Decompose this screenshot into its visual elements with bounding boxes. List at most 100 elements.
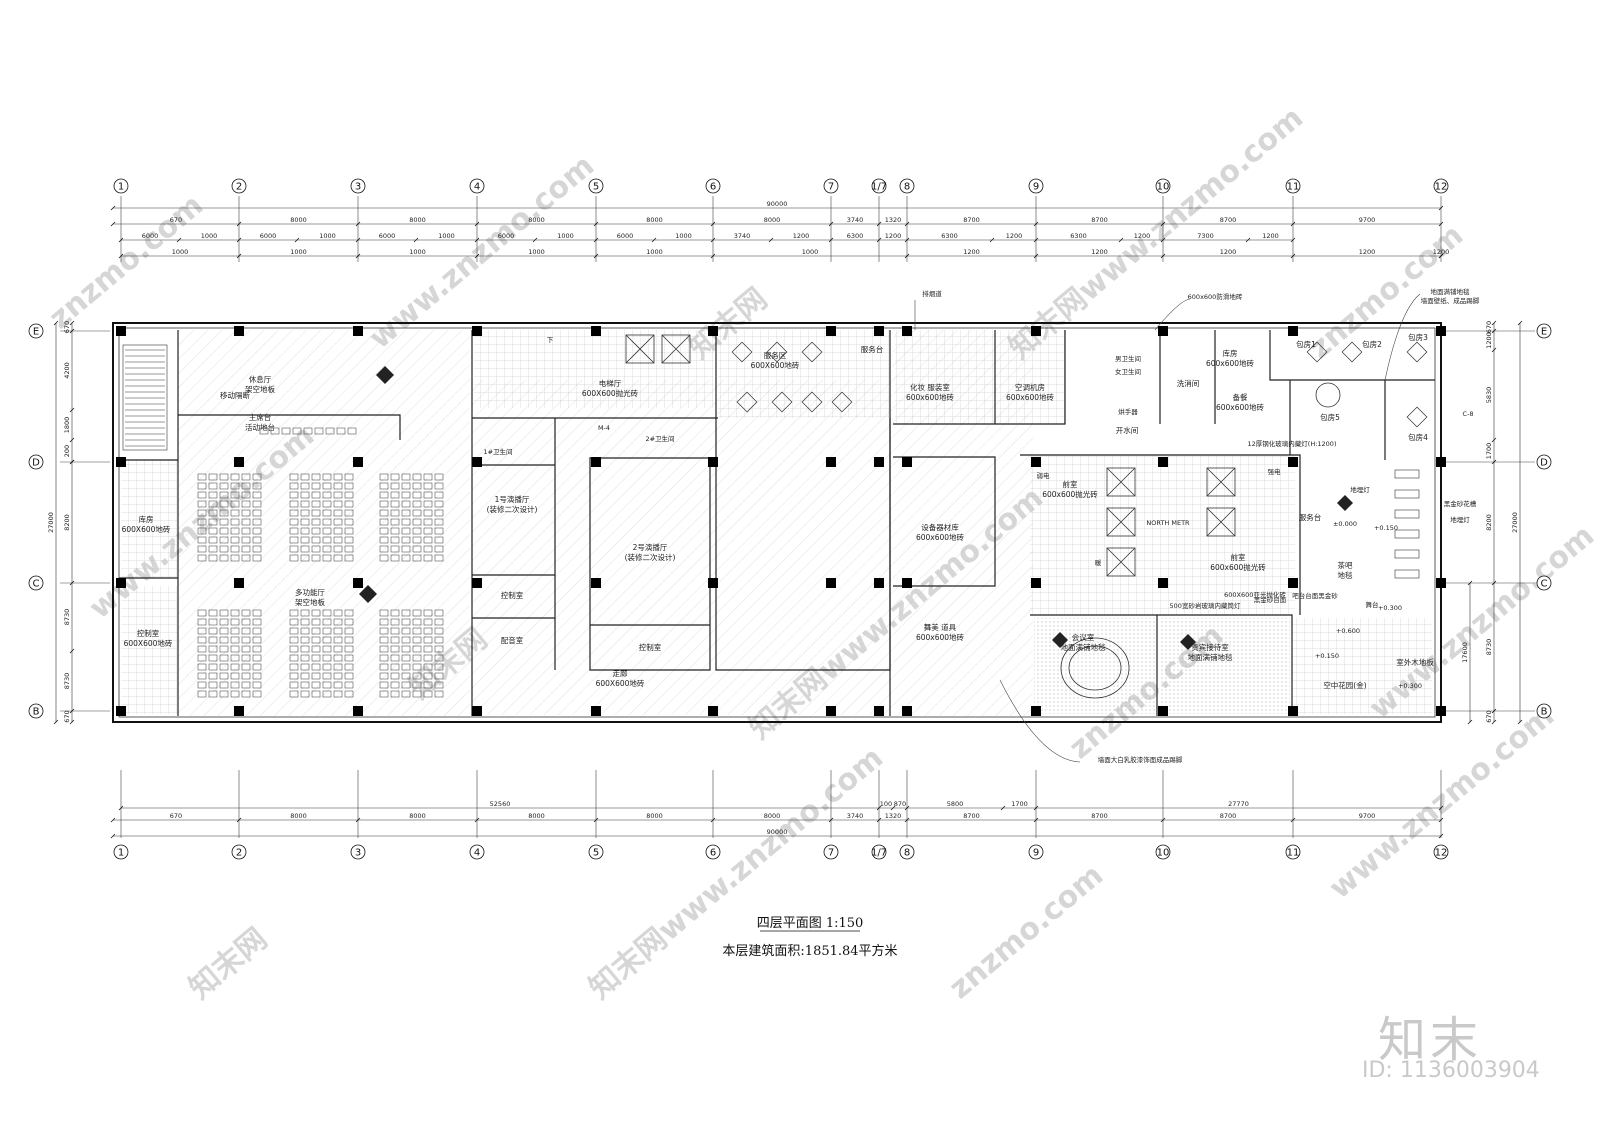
axis-bubble	[1285, 178, 1301, 194]
seat	[412, 536, 422, 544]
room-label: 电梯厅	[599, 378, 622, 388]
column	[591, 578, 601, 588]
dim-top-row2-tick	[176, 237, 182, 243]
room-label: 配音室	[501, 635, 524, 645]
seat	[311, 527, 321, 535]
seat	[423, 681, 433, 689]
dim-top-row2-tick	[904, 237, 910, 243]
plan-title: 四层平面图 1:150	[757, 916, 864, 931]
room-label: 控制室	[137, 628, 160, 638]
axis-label-y: C	[1541, 579, 1548, 590]
axis-label-x: 1/7	[871, 182, 887, 193]
dim-top-row2-tick	[651, 237, 657, 243]
room-floor-finish: 地面满铺地毯	[1061, 642, 1106, 652]
seat	[311, 627, 321, 635]
dim-left-lower-tick	[69, 648, 75, 654]
seat	[322, 536, 332, 544]
seat	[230, 500, 240, 508]
seat	[423, 545, 433, 553]
column	[826, 326, 836, 336]
dim-right-tick	[1491, 437, 1497, 443]
seat	[311, 645, 321, 653]
axis-label-x: 10	[1157, 182, 1170, 193]
dim-right-sub-tick	[1467, 719, 1473, 725]
column	[902, 457, 912, 467]
seat	[311, 663, 321, 671]
stage-seat	[314, 427, 324, 435]
column	[1436, 326, 1446, 336]
seat	[241, 663, 251, 671]
store-tile	[121, 460, 177, 578]
seat	[241, 645, 251, 653]
dim-top-row1-value: 8700	[1091, 216, 1108, 224]
dim-right-sub-tick	[1467, 580, 1473, 586]
dim-bottom-row2-value: 8700	[963, 812, 980, 820]
seat	[390, 672, 400, 680]
column	[708, 706, 718, 716]
seat	[412, 618, 422, 626]
seat	[219, 618, 229, 626]
room-label: 服务台	[1299, 512, 1322, 522]
axis-label-y: D	[1540, 458, 1548, 469]
seat	[311, 491, 321, 499]
seat	[434, 536, 444, 544]
seat	[412, 473, 422, 481]
seat	[401, 554, 411, 562]
column	[708, 326, 718, 336]
room-label: 包房1	[1296, 339, 1316, 349]
dim-left-lower-value: 8200	[63, 514, 71, 531]
seat	[322, 672, 332, 680]
seat	[252, 663, 262, 671]
dim-top-row3-tick	[118, 253, 124, 259]
dim-top-row2-tick	[294, 237, 300, 243]
seat	[434, 681, 444, 689]
dim-left-value: 1800	[63, 417, 71, 434]
room-label: 室外木地板	[1396, 657, 1434, 667]
seat	[423, 645, 433, 653]
dim-bottom-row1-value: 1700	[1011, 800, 1028, 808]
seat	[401, 681, 411, 689]
seat	[333, 690, 343, 698]
seat	[208, 536, 218, 544]
seat	[344, 654, 354, 662]
column	[1288, 578, 1298, 588]
seat	[412, 690, 422, 698]
dim-bottom-total-tick	[1438, 833, 1444, 839]
seat	[379, 473, 389, 481]
dim-top-row2-tick	[532, 237, 538, 243]
dim-bottom-row1-value: 100	[880, 800, 892, 808]
table	[736, 391, 758, 413]
axis-bubble	[28, 575, 44, 591]
annotation-label: 黑金砂台面	[1254, 595, 1287, 604]
dim-right-value: 670	[1485, 321, 1493, 333]
axis-label-x: 5	[593, 182, 599, 193]
table	[771, 391, 793, 413]
axis-bubble	[231, 178, 247, 194]
seat	[344, 509, 354, 517]
dim-top-row1-value: 8000	[409, 216, 426, 224]
brand-logo: 知末	[1378, 1012, 1483, 1068]
axis-bubble	[28, 454, 44, 470]
seat	[423, 627, 433, 635]
seat	[379, 500, 389, 508]
seat	[300, 545, 310, 553]
axis-bubble	[231, 844, 247, 860]
column	[1288, 457, 1298, 467]
seat	[423, 527, 433, 535]
annotation-label: 500宽砂岩玻璃内藏筒灯	[1170, 601, 1241, 610]
column	[1436, 457, 1446, 467]
seat	[289, 654, 299, 662]
seat	[379, 554, 389, 562]
seat	[401, 627, 411, 635]
dim-top-row2-value: 3740	[734, 232, 751, 240]
annotation-label: 强电	[1268, 467, 1282, 476]
seat	[289, 627, 299, 635]
room-floor-finish: 600x600地砖	[1006, 392, 1055, 402]
seat	[252, 672, 262, 680]
seat	[412, 672, 422, 680]
room-label: 休息厅	[249, 374, 272, 384]
seat	[311, 482, 321, 490]
seat	[322, 654, 332, 662]
seat	[219, 690, 229, 698]
dim-bottom-row2-tick	[474, 817, 480, 823]
